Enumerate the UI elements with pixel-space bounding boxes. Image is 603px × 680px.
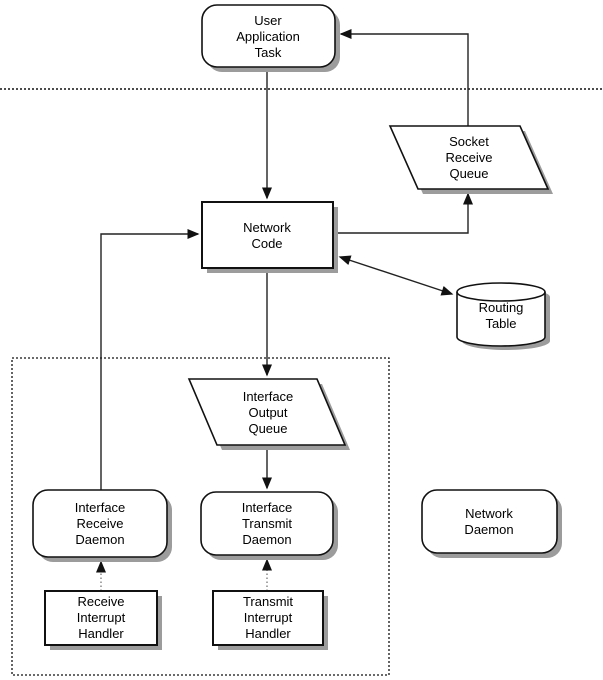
node-receive-interrupt-handler <box>44 590 162 650</box>
node-transmit-interrupt-handler <box>212 590 328 650</box>
edge-networkcode-to-socketqueue <box>333 192 473 234</box>
node-interface-output-queue <box>187 378 350 450</box>
interrupt-edges <box>96 558 272 591</box>
edge-networkcode-routingtable-bidirectional <box>338 255 454 296</box>
edge-socketqueue-to-app <box>339 29 469 126</box>
node-network-daemon <box>421 489 562 558</box>
node-user-application-task <box>201 4 340 72</box>
node-socket-receive-queue <box>388 125 553 194</box>
node-interface-transmit-daemon <box>200 491 338 560</box>
edges <box>100 29 473 490</box>
node-routing-table <box>456 282 550 350</box>
driver-region-dotted-box <box>11 357 390 676</box>
node-network-code <box>201 201 338 273</box>
node-interface-receive-daemon <box>32 489 172 562</box>
edge-receivedaemon-to-networkcode <box>100 229 200 490</box>
